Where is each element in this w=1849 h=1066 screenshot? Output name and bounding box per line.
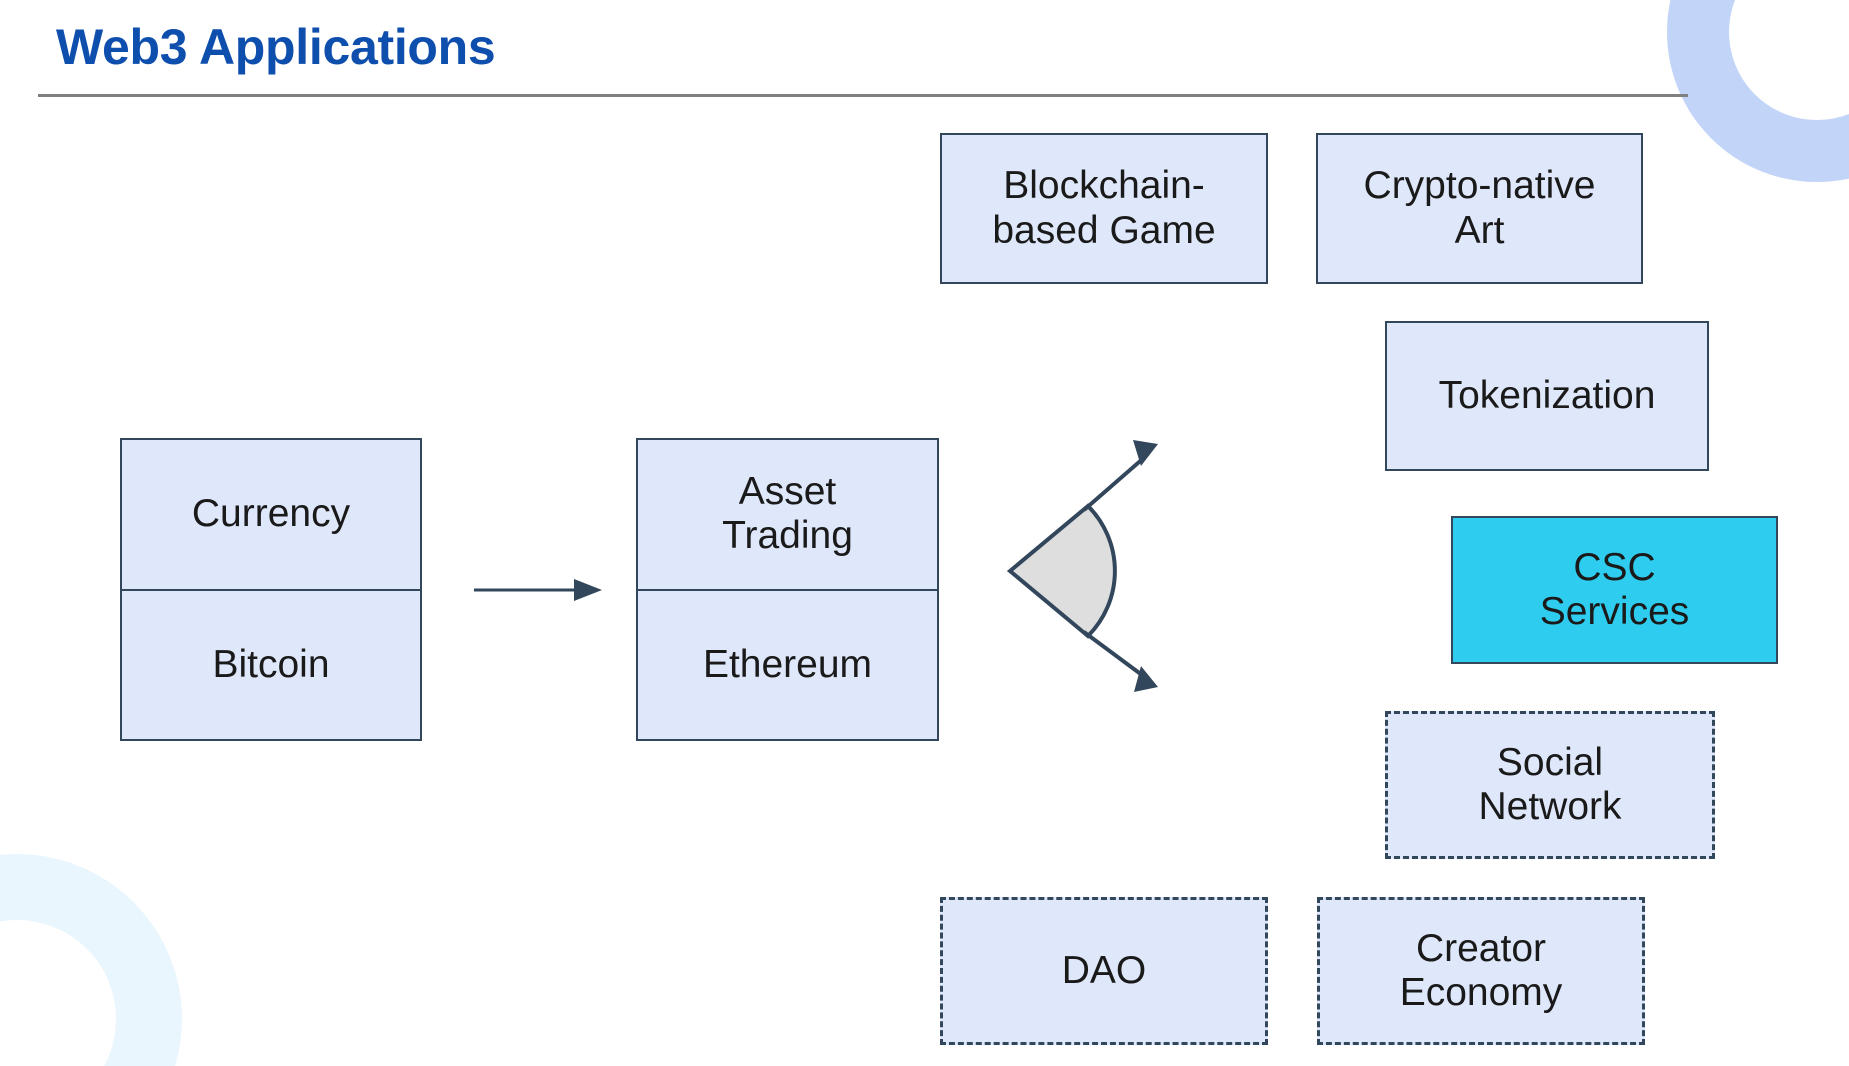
node-label-crypto-art-1: Crypto-native bbox=[1363, 164, 1596, 208]
node-cell-currency[interactable]: Currency bbox=[122, 440, 420, 589]
node-label-blockchain-game-1: Blockchain- bbox=[1003, 164, 1205, 208]
node-label-ethereum: Ethereum bbox=[702, 642, 873, 686]
connector-currency-to-asset-arrow bbox=[474, 562, 604, 618]
node-label-bitcoin: Bitcoin bbox=[212, 642, 330, 686]
node-label-asset-trading-1: Asset bbox=[738, 469, 837, 513]
node-label-creator-economy-2: Economy bbox=[1399, 971, 1563, 1014]
node-cell-asset-trading[interactable]: Asset Trading bbox=[638, 440, 937, 589]
connector-fan-out-arrows bbox=[1000, 438, 1176, 693]
node-dao[interactable]: DAO bbox=[940, 897, 1268, 1045]
node-crypto-native-art[interactable]: Crypto-native Art bbox=[1316, 133, 1643, 284]
node-label-csc-services-2: Services bbox=[1539, 590, 1690, 633]
wedge-shape-icon bbox=[1006, 503, 1117, 639]
node-csc-services[interactable]: CSC Services bbox=[1451, 516, 1778, 664]
node-label-creator-economy-1: Creator bbox=[1415, 926, 1547, 970]
node-cell-bitcoin[interactable]: Bitcoin bbox=[122, 588, 420, 740]
node-label-social-network-1: Social bbox=[1496, 740, 1604, 784]
node-label-asset-trading-2: Trading bbox=[722, 514, 853, 558]
node-label-blockchain-game-2: based Game bbox=[992, 208, 1216, 252]
node-currency-bitcoin[interactable]: Currency Bitcoin bbox=[120, 438, 422, 741]
decorative-ring-bottom-left-icon bbox=[0, 854, 182, 1066]
node-cell-ethereum[interactable]: Ethereum bbox=[638, 588, 937, 740]
node-label-crypto-art-2: Art bbox=[1454, 208, 1505, 252]
node-label-currency: Currency bbox=[191, 492, 351, 536]
page-title: Web3 Applications bbox=[56, 19, 496, 75]
node-asset-trading-ethereum[interactable]: Asset Trading Ethereum bbox=[636, 438, 939, 741]
node-creator-economy[interactable]: Creator Economy bbox=[1317, 897, 1645, 1045]
node-label-tokenization: Tokenization bbox=[1438, 373, 1656, 417]
node-blockchain-based-game[interactable]: Blockchain- based Game bbox=[940, 133, 1268, 284]
node-label-dao: DAO bbox=[1061, 948, 1147, 992]
node-label-csc-services-1: CSC bbox=[1573, 545, 1656, 589]
title-divider bbox=[38, 94, 1688, 97]
node-tokenization[interactable]: Tokenization bbox=[1385, 321, 1709, 471]
node-label-social-network-2: Network bbox=[1478, 785, 1622, 828]
decorative-ring-top-right-icon bbox=[1667, 0, 1849, 182]
node-social-network[interactable]: Social Network bbox=[1385, 711, 1715, 859]
